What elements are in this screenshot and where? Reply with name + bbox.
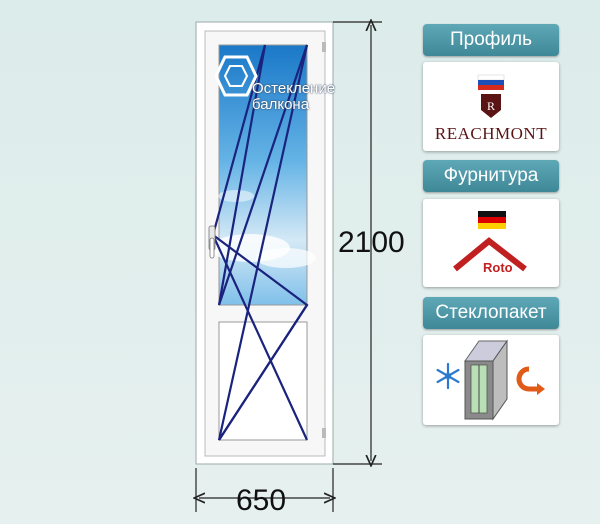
- roto-logo-icon: [453, 237, 527, 272]
- watermark-line-1: Остекление: [252, 80, 336, 97]
- profile-header: Профиль: [423, 24, 559, 56]
- balcony-logo-icon: [214, 55, 258, 97]
- svg-text:R: R: [487, 99, 495, 113]
- dimension-lines: [196, 22, 382, 512]
- brand-watermark: Остекление балкона: [252, 81, 335, 113]
- hardware-header: Фурнитура: [423, 160, 559, 192]
- glass-unit-card[interactable]: [423, 335, 559, 425]
- snowflake-icon: [436, 362, 460, 390]
- height-dimension-label: 2100: [338, 226, 405, 259]
- door-handle-icon[interactable]: [208, 225, 216, 259]
- glass-unit-header: Стеклопакет: [423, 297, 559, 329]
- hardware-brand-card[interactable]: Roto: [423, 199, 559, 287]
- heat-arrow-icon: [516, 366, 545, 395]
- profile-brand-card[interactable]: R REACHMONT: [423, 62, 559, 151]
- russia-flag-icon: [477, 74, 505, 90]
- germany-flag-icon: [478, 211, 506, 229]
- profile-brand-name: REACHMONT: [434, 124, 548, 143]
- watermark-line-2: балкона: [252, 96, 310, 113]
- width-dimension-label: 650: [236, 484, 287, 517]
- glass-unit-icon: [464, 339, 508, 421]
- hardware-brand-name: Roto: [483, 260, 513, 275]
- reachmont-emblem-icon: R: [481, 94, 501, 118]
